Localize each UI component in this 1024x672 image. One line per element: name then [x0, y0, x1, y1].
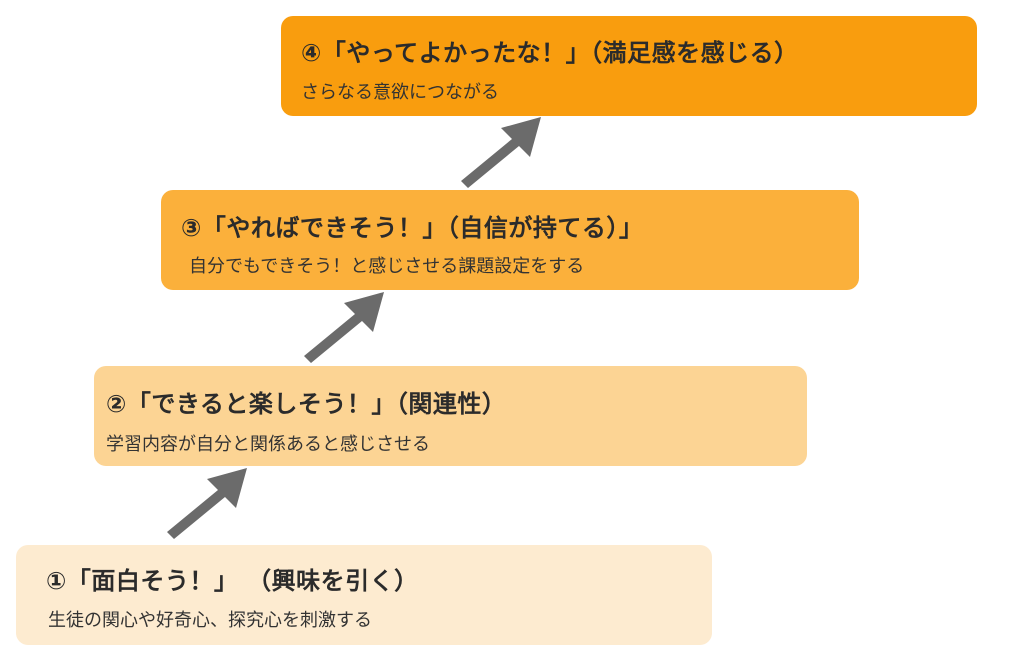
step-2-box: ②「できると楽しそう！」（関連性） 学習内容が自分と関係あると感じさせる	[94, 366, 807, 466]
step-4-box: ④「やってよかったな！」（満足感を感じる） さらなる意欲につながる	[281, 16, 977, 116]
step-3-description: 自分でもできそう！と感じさせる課題設定をする	[189, 256, 585, 277]
step-4-title: ④「やってよかったな！」（満足感を感じる）	[301, 39, 799, 67]
step-2-title: ②「できると楽しそう！」（関連性）	[106, 390, 507, 418]
arrow-up-right-icon	[304, 292, 384, 363]
step-3-title: ③「やればできそう！」（自信が持てる）」	[181, 214, 644, 242]
step-3-box: ③「やればできそう！」（自信が持てる）」 自分でもできそう！と感じさせる課題設定…	[161, 190, 859, 290]
step-1-description: 生徒の関心や好奇心、探究心を刺激する	[48, 610, 372, 631]
step-1-title: ①「面白そう！」 （興味を引く）	[46, 567, 419, 595]
step-4-description: さらなる意欲につながる	[301, 82, 499, 103]
step-2-description: 学習内容が自分と関係あると感じさせる	[106, 434, 430, 455]
step-1-box: ①「面白そう！」 （興味を引く） 生徒の関心や好奇心、探究心を刺激する	[16, 545, 712, 645]
arrow-up-right-icon	[167, 468, 247, 539]
arrow-up-right-icon	[461, 117, 541, 188]
